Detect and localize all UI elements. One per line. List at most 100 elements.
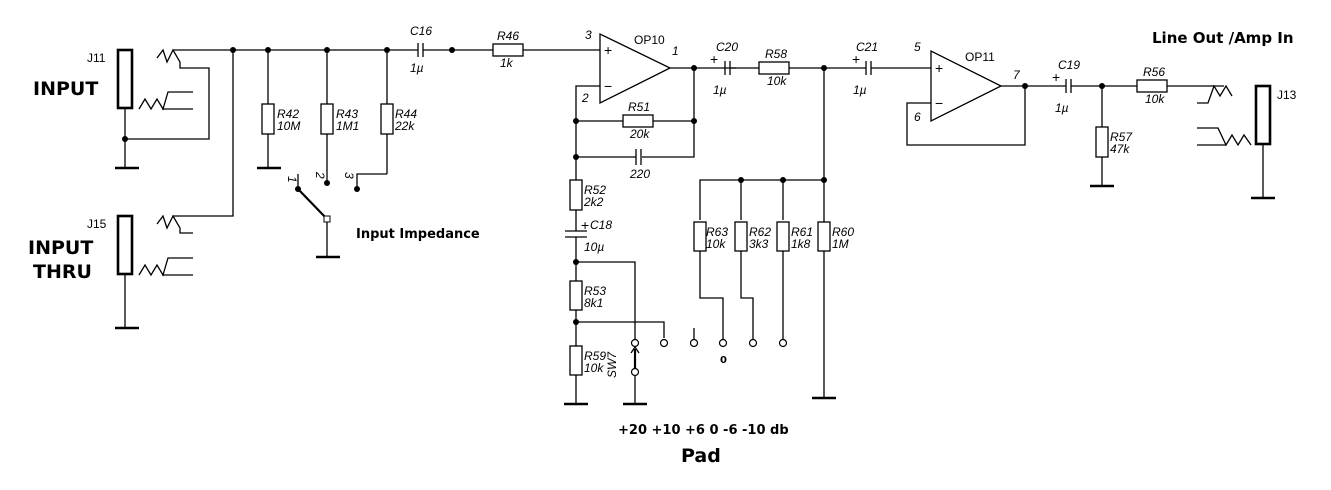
- pad-contact-plus20[interactable]: [630, 338, 640, 348]
- resistor-r58: R58 10k: [758, 47, 790, 88]
- component-ref: C20: [716, 40, 738, 54]
- switch-position-label: 1: [285, 176, 299, 183]
- pin-number: 3: [585, 28, 592, 42]
- cap-gap: [636, 150, 642, 164]
- component-value: 10k: [706, 237, 726, 251]
- pad-contact-minus6[interactable]: [748, 338, 758, 348]
- resistor-r56: R56 10k: [1136, 65, 1168, 106]
- polarity-plus: +: [581, 217, 589, 233]
- opamp-triangle: [930, 49, 1003, 123]
- component-value: 10k: [767, 74, 787, 88]
- component-value: 10k: [1145, 92, 1165, 106]
- impedance-label: Input Impedance: [356, 227, 480, 242]
- plus-sign: +: [604, 42, 612, 58]
- jack-j11-switch: [138, 91, 193, 111]
- component-ref: R44: [395, 107, 417, 121]
- switch-contact-2[interactable]: [324, 180, 330, 186]
- jack-j15-ref: J15: [87, 217, 107, 231]
- resistor-r59: R59 10k: [569, 345, 606, 376]
- component-value: 1µ: [1055, 101, 1069, 115]
- arrow-head: [630, 345, 640, 354]
- junction: [230, 47, 236, 53]
- wire: [699, 251, 724, 340]
- component-value: 1M1: [336, 119, 359, 133]
- capacitor-c18: + C18 10µ: [564, 217, 612, 254]
- component-value: 1M: [832, 237, 849, 251]
- jack-j13-body: [1254, 84, 1272, 146]
- resistor-r51: R51 20k: [576, 100, 694, 141]
- component-ref: C16: [410, 24, 432, 38]
- impedance-switch[interactable]: 1 2 3: [285, 171, 360, 259]
- pad-switch-sw7[interactable]: SW7 0: [605, 328, 788, 406]
- resistor-r43: R43 1M1: [320, 50, 359, 183]
- cap-gap: [564, 231, 588, 237]
- switch-position-label: 2: [313, 171, 327, 179]
- jack-j11-tip: [125, 48, 210, 140]
- component-ref: R57: [1110, 130, 1133, 144]
- resistor-body: [320, 103, 334, 135]
- switch-lever[interactable]: [297, 188, 328, 220]
- resistor-body: [569, 280, 583, 311]
- resistor-body: [758, 61, 790, 75]
- switch-contact-3[interactable]: [354, 186, 360, 192]
- jack-j15-switch: [138, 257, 193, 277]
- component-value: 1µ: [853, 83, 867, 97]
- resistor-body: [734, 221, 748, 252]
- component-ref: OP11: [965, 50, 995, 64]
- component-ref: R62: [749, 225, 771, 239]
- pad-contact-0[interactable]: [718, 338, 728, 348]
- resistor-r57: R57 47k: [1090, 86, 1133, 188]
- resistor-r63: R63 10k: [693, 221, 728, 340]
- jack-j15-body: [116, 214, 134, 276]
- switch-pivot: [323, 215, 331, 223]
- pad-contact-plus10[interactable]: [659, 338, 669, 348]
- component-ref: R43: [336, 107, 358, 121]
- junction: [821, 177, 827, 183]
- component-ref: R59: [584, 349, 606, 363]
- jack-j15: J15 INPUT THRU: [28, 50, 234, 330]
- jack-j13: J13: [1197, 84, 1297, 200]
- capacitor-c19: + C19 1µ: [1052, 58, 1080, 115]
- opamp-triangle: [599, 32, 672, 105]
- junction: [449, 47, 455, 53]
- jack-j15-tip: [156, 214, 193, 234]
- resistor-r44: R44 22k: [356, 50, 417, 189]
- resistor-r62: R62 3k3: [734, 221, 771, 340]
- jack-j15-name-line2: THRU: [33, 261, 92, 283]
- component-ref: R56: [1143, 65, 1165, 79]
- pad-contact-plus6[interactable]: [689, 338, 699, 348]
- polarity-plus: +: [1052, 69, 1060, 85]
- polarity-plus: +: [710, 51, 718, 67]
- component-value: 8k1: [584, 296, 603, 310]
- component-ref: R46: [497, 29, 519, 43]
- resistor-body: [1136, 79, 1168, 93]
- component-value: 1k8: [791, 237, 811, 251]
- opamp-op11: + − OP11 5 6 7: [914, 40, 1021, 124]
- component-ref: C18: [590, 218, 612, 232]
- pin-number: 5: [914, 40, 921, 54]
- resistor-body: [817, 221, 831, 252]
- minus-sign: −: [604, 78, 612, 94]
- jack-j11-name: INPUT: [33, 78, 98, 100]
- resistor-body: [693, 221, 707, 252]
- wire: [576, 68, 695, 158]
- wire: [906, 86, 1026, 146]
- component-value: 3k3: [749, 237, 769, 251]
- resistor-r61: R61 1k8: [776, 221, 813, 340]
- component-value: 10M: [277, 119, 300, 133]
- component-value: 10µ: [584, 240, 604, 254]
- resistor-r53: R53 8k1: [569, 280, 606, 311]
- resistor-body: [776, 221, 790, 252]
- minus-sign: −: [935, 95, 943, 111]
- pad-steps-label: +20 +10 +6 0 -6 -10 db: [618, 423, 789, 438]
- jack-j15-name-line1: INPUT: [28, 237, 93, 259]
- pad-contact-minus10[interactable]: [778, 338, 788, 348]
- resistor-r60: R60 1M: [817, 221, 854, 252]
- resistor-body: [380, 103, 394, 135]
- resistor-r52: R52 2k2: [569, 179, 606, 211]
- resistor-r42: R42 10M: [257, 50, 300, 170]
- resistor-body: [492, 43, 524, 57]
- component-ref: R52: [584, 183, 606, 197]
- component-ref: R60: [832, 225, 854, 239]
